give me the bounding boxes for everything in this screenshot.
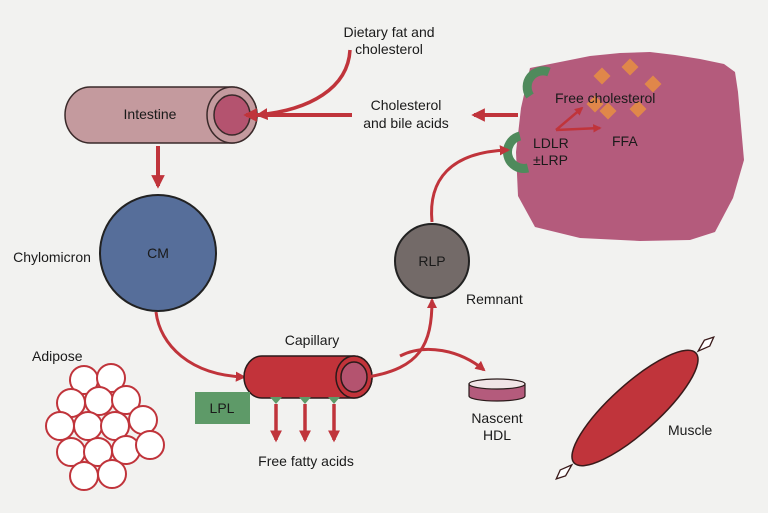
muscle-shape (555, 336, 715, 480)
free-fatty-acids-label: Free fatty acids (258, 453, 354, 469)
ldlr-label-2: ±LRP (533, 152, 568, 168)
ldlr-label-1: LDLR (533, 135, 569, 151)
cm-to-capillary-arrow (154, 311, 247, 382)
dietary-fat-arrow (255, 49, 352, 121)
dietary-fat-label-2: cholesterol (355, 41, 423, 57)
capillary-lumen (340, 361, 368, 393)
nascent-hdl-label-1: Nascent (471, 410, 522, 426)
cm-circle (99, 194, 217, 312)
ldlr-to-free-chol-arrow (555, 106, 584, 131)
capillary-to-hdl-arrow (399, 348, 486, 372)
capillary-to-rlp-arrow (367, 297, 438, 379)
intestine-label: Intestine (124, 106, 177, 122)
dietary-fat-label-1: Dietary fat and (343, 24, 434, 40)
intestine-lumen (213, 94, 251, 136)
lpl-box (195, 392, 250, 424)
capillary-label: Capillary (285, 332, 339, 348)
ffa-label: FFA (612, 133, 638, 149)
receptor-ldlr (503, 131, 530, 173)
rlp-circle (394, 223, 470, 299)
liver-shape (516, 52, 744, 241)
lpl-label: LPL (210, 400, 235, 416)
chol-bile-label-1: Cholesterol (371, 97, 442, 113)
liver-fat-droplets (586, 58, 662, 120)
receptor-top (522, 66, 551, 99)
remnant-label: Remnant (466, 291, 523, 307)
adipose-label: Adipose (32, 348, 83, 364)
lpl-anchors (270, 397, 340, 404)
rlp-to-liver-arrow (430, 145, 511, 223)
chol-bile-label-2: and bile acids (363, 115, 449, 131)
ldlr-to-ffa-arrow (555, 124, 602, 133)
chylomicron-label: Chylomicron (13, 249, 91, 265)
adipose-cells (45, 363, 165, 491)
muscle-label: Muscle (668, 422, 713, 438)
nascent-hdl-label-2: HDL (483, 427, 511, 443)
nascent-hdl-disc (468, 378, 526, 402)
cm-label: CM (147, 245, 169, 261)
free-cholesterol-label: Free cholesterol (555, 90, 655, 106)
rlp-label: RLP (418, 253, 445, 269)
